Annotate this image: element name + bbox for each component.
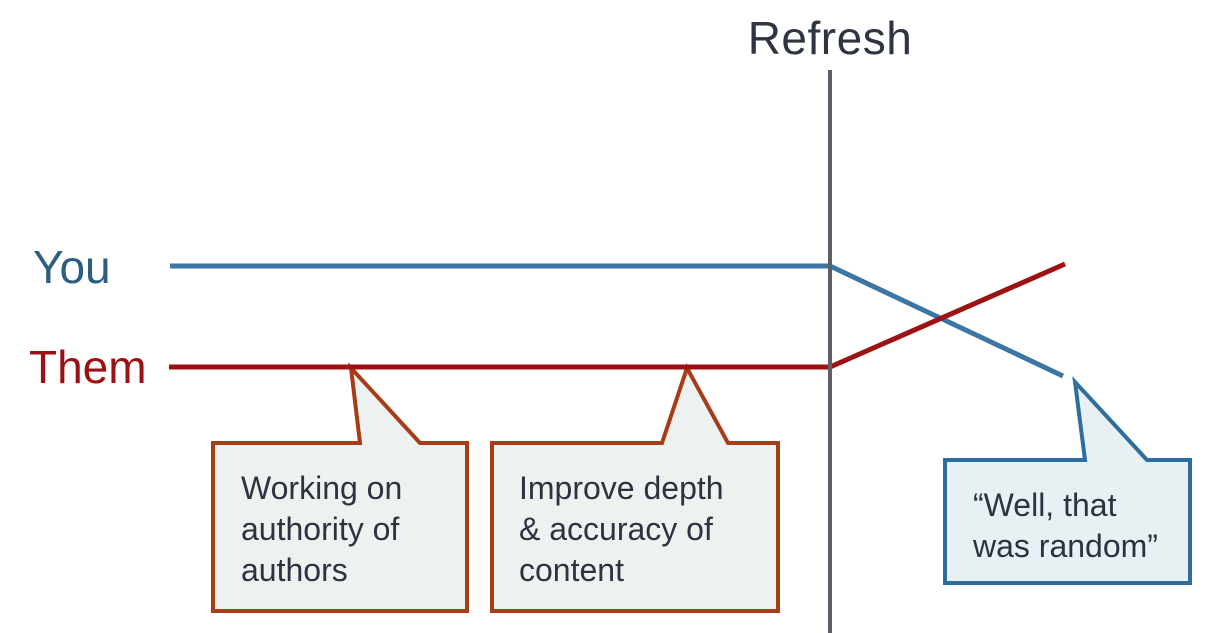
them-line-label: Them	[29, 341, 147, 393]
callout-depth-text: Improve depth & accuracy of content	[519, 470, 724, 588]
callout-random-text: “Well, that was random”	[973, 487, 1158, 564]
callout-random-bubble	[943, 376, 1192, 585]
refresh-title: Refresh	[747, 12, 913, 64]
callout-authority-text: Working on authority of authors	[241, 470, 403, 588]
callout-depth-bubble	[490, 363, 780, 613]
you-line-label: You	[33, 241, 111, 293]
callout-authority-bubble	[211, 362, 469, 613]
